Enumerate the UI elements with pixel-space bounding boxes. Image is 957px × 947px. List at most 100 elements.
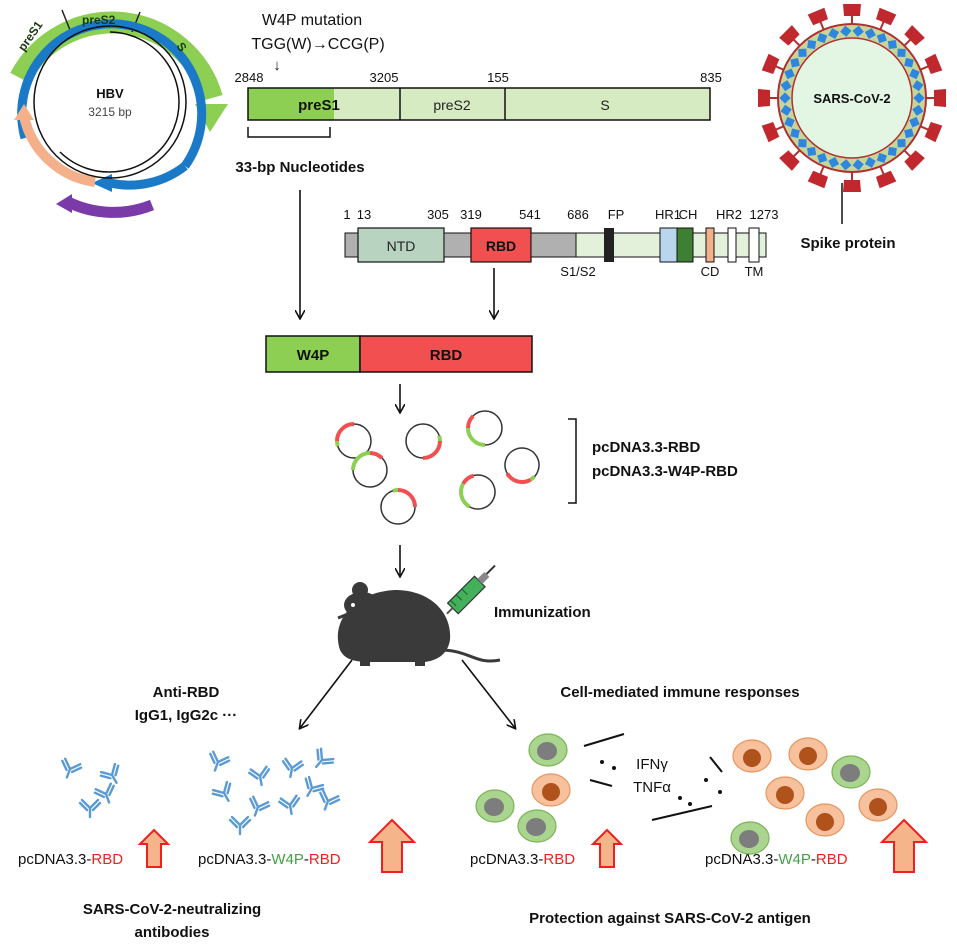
spike-protein-icon — [758, 89, 780, 107]
membrane-protein-icon — [864, 28, 876, 39]
plasmid-icon — [351, 451, 388, 488]
pres-pos-155: 155 — [487, 70, 509, 85]
sars-virion: SARS-CoV-2 Spike protein — [758, 4, 946, 252]
pres1-label: preS1 — [298, 97, 340, 114]
pres1-bar-highlight — [248, 88, 334, 120]
label-pcdna-rbd-antibody: pcDNA3.3-RBD — [18, 851, 123, 868]
antibody-icon — [248, 765, 271, 787]
spike-pos-541: 541 — [519, 207, 541, 222]
spike-pos-1: 1 — [343, 207, 350, 222]
membrane-protein-icon — [780, 80, 792, 92]
antibody-title: Anti-RBD — [153, 684, 220, 701]
antibody-icon — [211, 780, 232, 802]
label-prefix: pcDNA3.3- — [18, 851, 91, 868]
arrow-to-cell-panel — [461, 659, 515, 728]
plasmid-icon — [504, 447, 540, 484]
membrane-protein-icon — [780, 104, 792, 116]
antibody-icon — [278, 794, 301, 816]
plasmid-group — [335, 410, 540, 525]
pres-gene-map: W4P mutation TGG(W)→CCG(P) ↓ 2848 3205 1… — [235, 12, 722, 176]
membrane-protein-icon — [807, 146, 817, 156]
mutation-title: W4P mutation — [262, 12, 362, 29]
membrane-protein-icon — [828, 157, 840, 168]
cell-green-icon — [831, 755, 871, 789]
hbv-inner-circle-partial — [59, 31, 180, 173]
antibody-icon — [78, 798, 102, 819]
cell-green-icon — [730, 821, 770, 855]
membrane-protein-icon — [852, 159, 864, 171]
plasmid-icon — [380, 488, 417, 525]
plasmid-icon — [405, 423, 442, 460]
antibody-icon — [228, 815, 252, 836]
membrane-protein-icon — [912, 80, 924, 92]
label-rbd: RBD — [816, 851, 848, 868]
antibody-icon — [249, 795, 271, 817]
membrane-protein-icon — [798, 138, 807, 148]
plasmid-name-w4p-rbd: pcDNA3.3-W4P-RBD — [592, 463, 738, 480]
spike-rbd — [470, 227, 532, 263]
membrane-protein-icon — [807, 40, 817, 50]
label-w4p: W4P — [271, 851, 304, 868]
cell-orange-icon — [805, 803, 845, 837]
spike-protein-icon — [843, 4, 861, 26]
pres-pos-3205: 3205 — [370, 70, 399, 85]
label-sep: - — [304, 851, 309, 868]
spike-protein-label: Spike protein — [800, 235, 895, 252]
antibody-caption-line1: SARS-CoV-2-neutralizing — [83, 901, 261, 918]
pres2-bar — [400, 88, 505, 120]
spike-fp — [604, 228, 614, 262]
membrane-protein-icon — [887, 146, 897, 156]
spike-label-hr1: HR1 — [655, 207, 681, 222]
nucleotide-label: 33-bp Nucleotides — [235, 159, 364, 176]
spike-pos-13: 13 — [357, 207, 371, 222]
spike-cd — [705, 227, 715, 263]
immunization-label: Immunization — [494, 604, 591, 621]
membrane-protein-icon — [790, 128, 800, 139]
cell-orange-icon — [531, 773, 571, 807]
membrane-protein-icon — [784, 116, 795, 128]
spike-hr2 — [727, 227, 737, 263]
membrane-protein-icon — [876, 152, 887, 164]
label-pcdna-rbd-cell: pcDNA3.3-RBD — [470, 851, 575, 868]
hbv-label-pres2: preS2 — [82, 13, 116, 27]
pres-pos-2848: 2848 — [235, 70, 264, 85]
fusion-rbd — [359, 335, 533, 373]
membrane-protein-icon — [912, 104, 924, 116]
antibody-icon — [315, 747, 335, 769]
label-pcdna-w4p-rbd-antibody: pcDNA3.3-W4P-RBD — [198, 851, 341, 868]
s-bar — [505, 88, 710, 120]
cytokine-marks — [583, 733, 723, 821]
membrane-protein-icon — [790, 57, 800, 68]
plasmid-name-rbd: pcDNA3.3-RBD — [592, 439, 701, 456]
spike-ch — [676, 227, 694, 263]
s-label: S — [600, 97, 609, 113]
up-arrow-large-left — [367, 818, 417, 873]
plasmid-icon — [335, 422, 372, 459]
membrane-protein-icon — [864, 157, 876, 168]
syringe-icon — [446, 564, 496, 615]
hbv-blue-arc — [17, 19, 207, 169]
pres-bar-outline — [247, 87, 711, 121]
antibody-isotypes: IgG1, IgG2c ··· — [135, 707, 238, 724]
hbv-title: HBV — [96, 86, 124, 101]
protection-caption: Protection against SARS-CoV-2 antigen — [529, 910, 811, 927]
up-arrow-large-right — [879, 818, 929, 873]
membrane-protein-icon — [887, 40, 897, 50]
antibody-icon — [99, 762, 120, 784]
fusion-w4p — [265, 335, 361, 373]
mouse-icon — [337, 582, 501, 666]
membrane-protein-icon — [817, 152, 828, 164]
immune-cell-group — [475, 733, 898, 855]
label-rbd: RBD — [91, 851, 123, 868]
spike-label-ch: CH — [679, 207, 698, 222]
arrow-to-antibody-panel — [300, 659, 353, 728]
membrane-protein-icon — [817, 32, 828, 44]
membrane-protein-icon — [852, 25, 864, 37]
antibody-icon — [304, 775, 325, 797]
spike-label-fp: FP — [608, 207, 625, 222]
cell-panel-title: Cell-mediated immune responses — [560, 684, 799, 701]
plasmid-bracket — [568, 418, 577, 504]
mutation-arrow: ↓ — [273, 57, 281, 74]
fusion-construct: W4P RBD — [265, 335, 533, 373]
